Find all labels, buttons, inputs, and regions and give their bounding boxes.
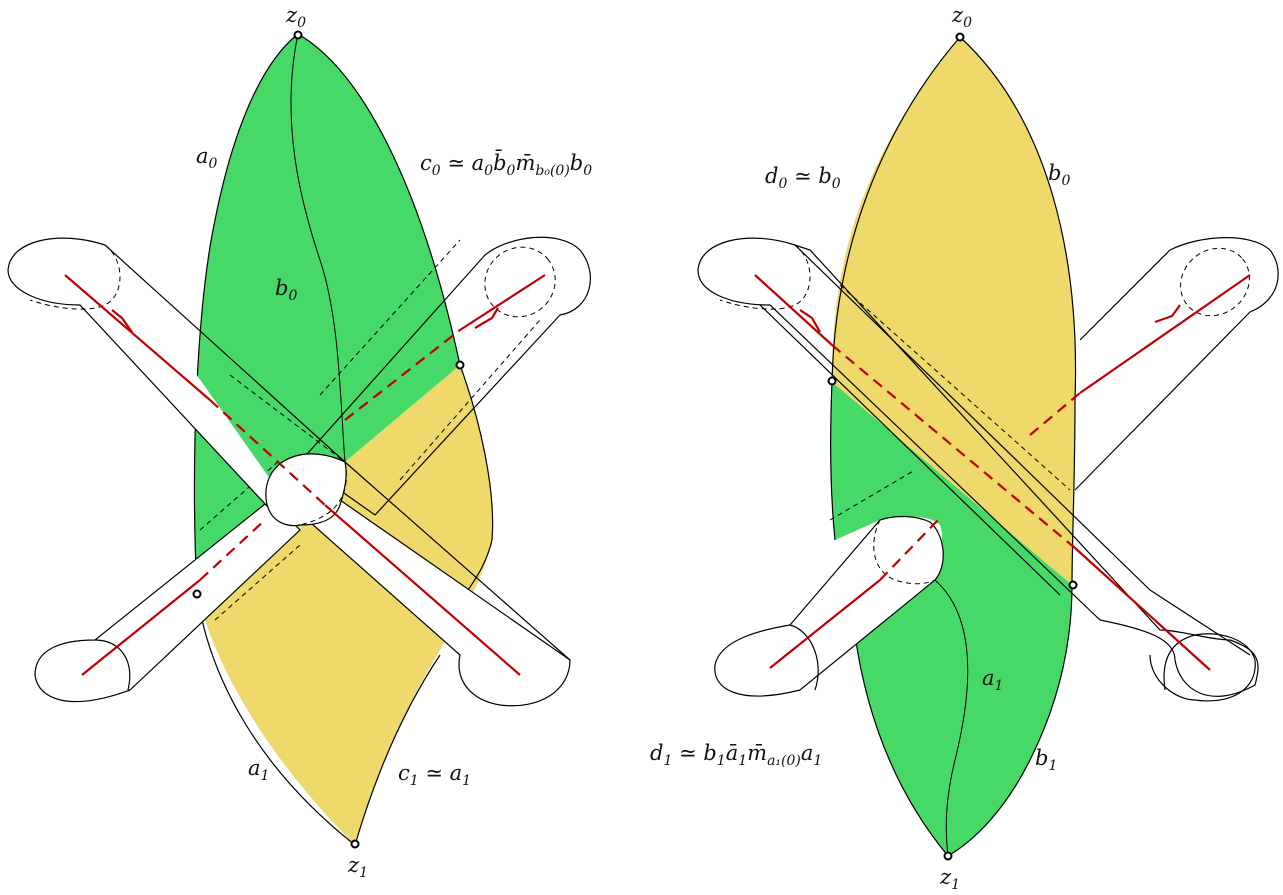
right-tube-lower-left-front — [789, 624, 819, 691]
left-axis-cross-upper — [459, 274, 546, 331]
right-tube-lowright-cap-front — [1163, 634, 1196, 691]
right-label-z1: z1 — [939, 865, 960, 893]
left-tube-lower-left-dash2 — [214, 544, 301, 621]
right-tube-diagonal — [697, 237, 1259, 697]
right-axis-lowleft-dash — [879, 517, 941, 581]
left-tube-lower-left-front — [94, 639, 131, 691]
left-yellow-surface — [197, 365, 493, 845]
right-label-b1: b1 — [1035, 746, 1057, 774]
left-curve-b0 — [290, 33, 346, 463]
right-axis-upright-dash — [1029, 392, 1081, 436]
left-axis-cross-dash — [199, 519, 266, 581]
right-boundary-b0 — [959, 36, 1077, 586]
right-boundary-left-mid — [830, 381, 836, 541]
left-tube-upper-right-cap — [484, 246, 556, 318]
right-point-z0 — [955, 32, 965, 42]
right-figure: z0 z1 b0 a1 b1 d0 ≃ b0 d1 ≃ b1ā1m̄a₁(0)a… — [650, 3, 1279, 893]
left-figure: z0 z1 a0 b0 a1 c0 ≃ a0b̄0m̄b₀(0)b0 c1 ≃ … — [7, 3, 592, 881]
left-tube-lower-left — [34, 499, 301, 703]
right-boundary-d0 — [831, 36, 961, 383]
right-label-b0: b0 — [1048, 161, 1070, 189]
right-axis-upper-left — [754, 274, 833, 346]
right-axis-lowleft — [769, 579, 881, 669]
right-green-surface — [830, 382, 1072, 856]
left-label-a0: a0 — [196, 144, 218, 172]
right-label-d1: d1 ≃ b1ā1m̄a₁(0)a1 — [650, 741, 822, 769]
right-tube-diagonal-inner-dash — [839, 284, 1071, 491]
right-label-a1: a1 — [982, 666, 1003, 694]
left-tube-upper-right — [299, 236, 591, 516]
left-boundary-c1 — [354, 654, 441, 846]
left-label-z0: z0 — [285, 3, 306, 31]
left-axis-cross — [81, 579, 201, 676]
right-axis-diag-front — [1074, 547, 1211, 671]
left-boundary-a1 — [196, 593, 356, 846]
right-tube-diagonal-top-edge — [794, 244, 1251, 656]
left-axis-cross-dash2 — [344, 329, 461, 421]
right-tube-upper-right-edge — [1079, 249, 1171, 341]
right-tube-lower-left-cap-dash — [873, 519, 936, 585]
right-tube-upper-right-cap — [1180, 247, 1250, 317]
left-axis-diagonal-front — [324, 504, 521, 676]
left-point-mid-left — [192, 589, 202, 599]
right-tube-lower-left-dash — [829, 469, 916, 521]
left-point-z0 — [293, 30, 303, 40]
left-axis-diagonal — [64, 274, 211, 401]
right-arrow-upper-right — [1154, 304, 1181, 324]
right-tube-lowright-cap — [1149, 633, 1256, 702]
right-yellow-surface — [832, 37, 1076, 585]
left-label-c0: c0 ≃ a0b̄0m̄b₀(0)b0 — [420, 149, 592, 179]
left-tube-upper-right-dash — [319, 239, 461, 396]
right-tube-lower-left — [714, 515, 944, 697]
left-boundary-c0 — [297, 33, 461, 366]
left-green-surface — [194, 34, 460, 594]
left-boundary-a0 — [193, 33, 299, 595]
left-label-a1: a1 — [248, 756, 269, 784]
right-label-z0: z0 — [951, 3, 972, 31]
right-point-mid-left — [827, 376, 837, 386]
right-point-mid-right — [1068, 580, 1078, 590]
right-tube-diagonal-bottom-edge — [759, 304, 1061, 596]
left-point-z1 — [350, 839, 360, 849]
left-axis-diagonal-dash — [209, 399, 326, 506]
right-tube-upper-right — [1074, 237, 1279, 491]
right-curve-a1 — [934, 579, 969, 857]
left-tube-opening — [265, 453, 347, 527]
left-point-mid-right — [455, 360, 465, 370]
left-label-b0: b0 — [275, 276, 297, 304]
left-label-c1: c1 ≃ a1 — [398, 761, 471, 789]
right-tube-diagonal-cap-dash — [719, 244, 811, 310]
right-arrow-upper-left — [799, 309, 821, 333]
right-boundary-d1 — [854, 634, 949, 857]
left-tube-opening-dash — [299, 461, 347, 526]
left-label-z1: z1 — [347, 853, 368, 881]
right-label-d0: d0 ≃ b0 — [765, 164, 841, 192]
left-tube-diagonal-mid-dash — [229, 374, 346, 463]
left-arrow-upper-left — [111, 309, 133, 333]
left-tube-diagonal-cap-dash — [29, 244, 121, 310]
right-axis-upright — [1079, 274, 1251, 394]
right-boundary-b1 — [947, 584, 1073, 857]
left-arrow-upper-right — [474, 307, 499, 329]
right-point-z1 — [943, 851, 953, 861]
